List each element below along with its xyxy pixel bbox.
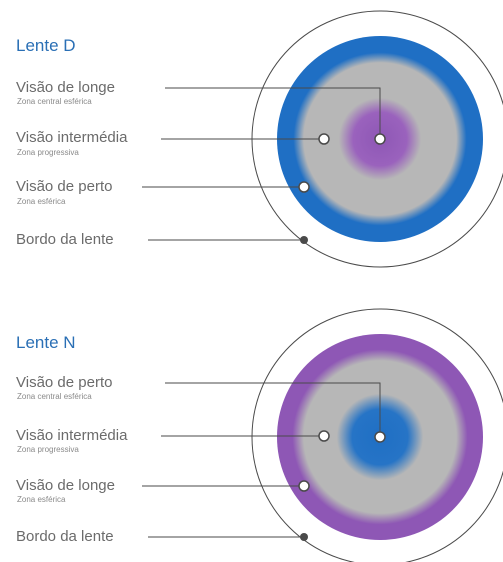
zone-label: Bordo da lente [16,528,114,545]
zone-label: Bordo da lente [16,231,114,248]
leader-line [165,87,381,139]
lens-diagram [142,10,503,268]
marker-dot [300,236,308,244]
marker-dot [318,133,330,145]
lens-title: Lente N [16,333,76,352]
zone-label: Visão de perto [16,374,113,391]
zone-sublabel: Zona central esférica [17,97,92,106]
zone-sublabel: Zona progressiva [17,148,79,157]
marker-dot [300,533,308,541]
marker-dot [318,430,330,442]
zone-sublabel: Zona progressiva [17,445,79,454]
leader-line [165,382,381,437]
zone-label: Visão intermédia [16,129,128,146]
marker-dot [298,480,310,492]
lens-diagram [142,308,503,562]
lens-title: Lente D [16,36,76,55]
zone-label: Visão de longe [16,477,115,494]
marker-dot [298,181,310,193]
zone-sublabel: Zona central esférica [17,392,92,401]
zone-label: Visão de longe [16,79,115,96]
zone-label: Visão de perto [16,178,113,195]
zone-sublabel: Zona esférica [17,197,66,206]
zone-sublabel: Zona esférica [17,495,66,504]
marker-dot [374,431,386,443]
lens-panel-d: Lente D Visão de longe Zona central esfé… [16,10,503,268]
marker-dot [374,133,386,145]
lens-panel-n: Lente N Visão de perto Zona central esfé… [0,281,503,562]
zone-label: Visão intermédia [16,427,128,444]
